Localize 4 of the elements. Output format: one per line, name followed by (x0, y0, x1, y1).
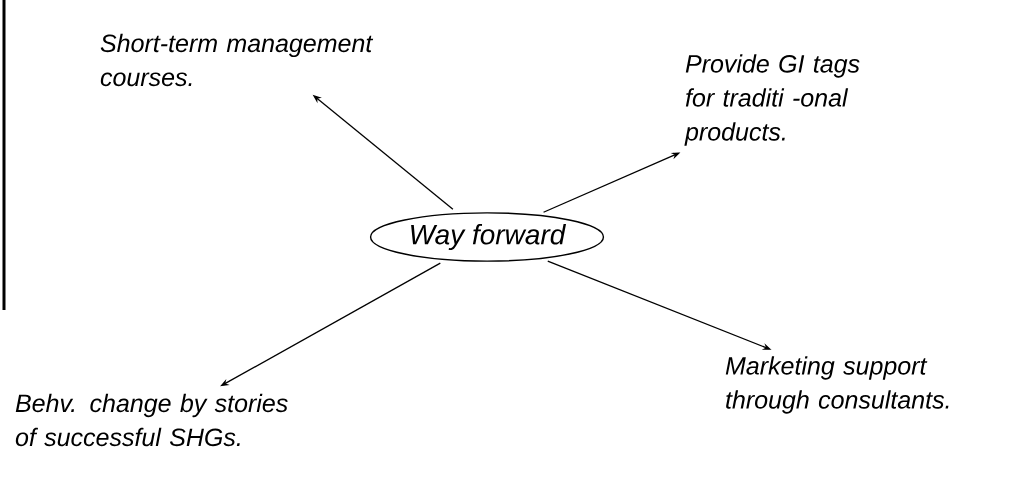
idea-text: Behv. change by stories of successful SHGs. (15, 393, 288, 447)
idea-text: Short-term management courses. (100, 33, 374, 87)
idea-text: Marketing support through consultants. (725, 356, 949, 414)
idea-text: Provide GI tags for traditi -onal products. (684, 54, 860, 146)
